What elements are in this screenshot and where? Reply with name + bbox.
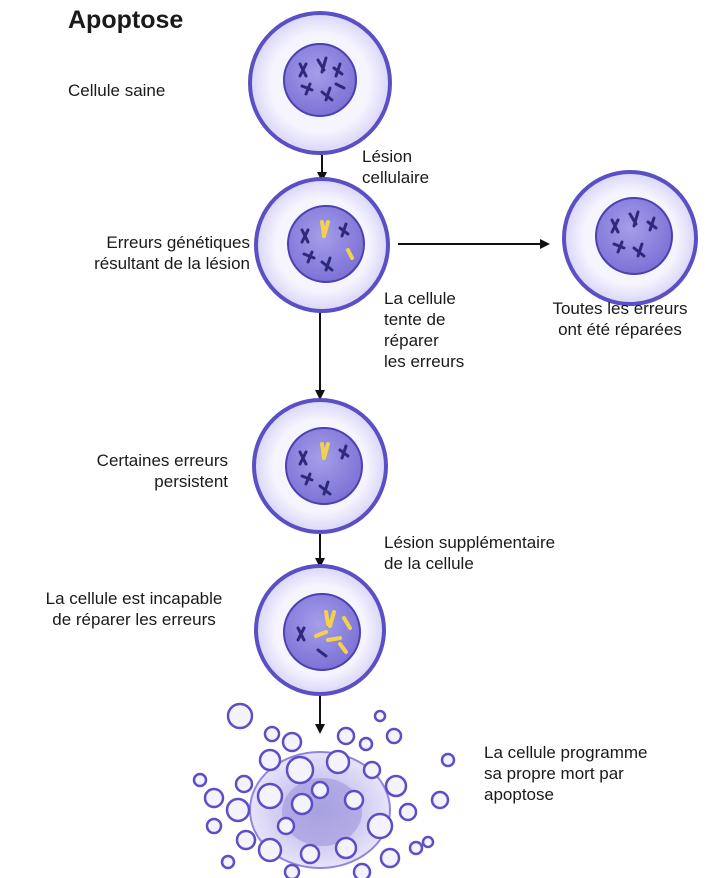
label-line: La cellule est incapable xyxy=(45,589,223,608)
label-line: cellulaire xyxy=(362,168,430,187)
label-repair-attempt: La cellule tente de réparer les erreurs xyxy=(384,288,464,372)
label-line: Toutes les erreurs xyxy=(552,299,688,318)
cell-apoptotic-fragments xyxy=(192,702,456,878)
label-healthy-cell: Cellule saine xyxy=(68,80,165,101)
label-some-persist: Certaines erreurs persistent xyxy=(20,450,228,492)
label-line: Lésion supplémentaire xyxy=(384,533,556,552)
label-line: les erreurs xyxy=(384,352,465,371)
label-line: de réparer les erreurs xyxy=(52,610,216,629)
cell-repaired xyxy=(562,170,698,306)
cell-unable-to-repair xyxy=(254,564,386,696)
label-line: Erreurs génétiques xyxy=(106,233,250,252)
label-additional-lesion: Lésion supplémentaire de la cellule xyxy=(384,532,555,574)
cell-errors-persist xyxy=(252,398,388,534)
cell-healthy xyxy=(248,11,392,155)
damaged-chromosomes xyxy=(320,220,354,260)
label-line: persistent xyxy=(154,472,228,491)
label-line: La cellule xyxy=(384,289,456,308)
label-genetic-errors: Erreurs génétiques résultant de la lésio… xyxy=(14,232,250,274)
label-cell-lesion: Lésion cellulaire xyxy=(362,146,429,188)
label-line: résultant de la lésion xyxy=(94,254,250,273)
label-all-repaired: Toutes les erreurs ont été réparées xyxy=(520,298,720,340)
label-line: de la cellule xyxy=(384,554,474,573)
label-line: apoptose xyxy=(484,785,554,804)
label-line: sa propre mort par xyxy=(484,764,624,783)
diagram-title: Apoptose xyxy=(68,6,184,34)
label-programmed-death: La cellule programme sa propre mort par … xyxy=(484,742,647,805)
label-line: Certaines erreurs xyxy=(96,451,228,470)
label-cannot-repair: La cellule est incapable de réparer les … xyxy=(4,588,264,630)
label-text: Cellule saine xyxy=(68,81,166,100)
label-line: ont été réparées xyxy=(558,320,682,339)
label-line: réparer xyxy=(384,331,439,350)
label-line: Lésion xyxy=(362,147,413,166)
label-line: La cellule programme xyxy=(484,743,648,762)
chromosomes xyxy=(298,56,346,102)
label-line: tente de xyxy=(384,310,446,329)
cell-lesion xyxy=(254,177,390,313)
